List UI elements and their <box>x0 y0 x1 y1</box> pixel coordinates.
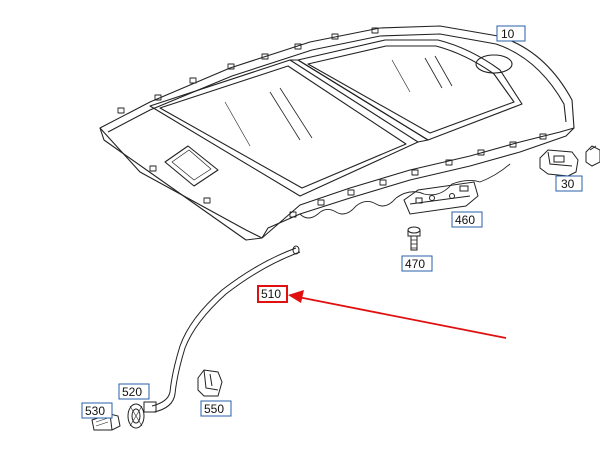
label-510-text: 510 <box>261 287 281 301</box>
label-460-text: 460 <box>455 213 475 227</box>
label-30[interactable]: 30 <box>555 175 583 192</box>
highlight-arrow <box>288 290 507 339</box>
label-10-text: 10 <box>501 27 515 41</box>
label-530[interactable]: 530 <box>81 402 113 419</box>
label-520[interactable]: 520 <box>118 383 150 400</box>
label-510[interactable]: 510 <box>257 285 288 303</box>
bolt-part-470 <box>407 226 421 251</box>
label-520-text: 520 <box>122 385 142 399</box>
grommet-part-520 <box>127 403 145 429</box>
label-30-text: 30 <box>561 177 575 191</box>
label-550[interactable]: 550 <box>200 400 232 417</box>
label-530-text: 530 <box>85 404 105 418</box>
label-460[interactable]: 460 <box>451 211 483 228</box>
label-10[interactable]: 10 <box>496 25 526 42</box>
label-470[interactable]: 470 <box>401 255 433 272</box>
label-550-text: 550 <box>204 402 224 416</box>
bracket-part-30 <box>539 145 600 177</box>
clip-part-550 <box>197 369 223 397</box>
label-470-text: 470 <box>405 257 425 271</box>
plate-part-460 <box>403 181 479 215</box>
roof-panel-assembly <box>99 25 575 241</box>
drain-hose-part-510 <box>143 245 301 413</box>
